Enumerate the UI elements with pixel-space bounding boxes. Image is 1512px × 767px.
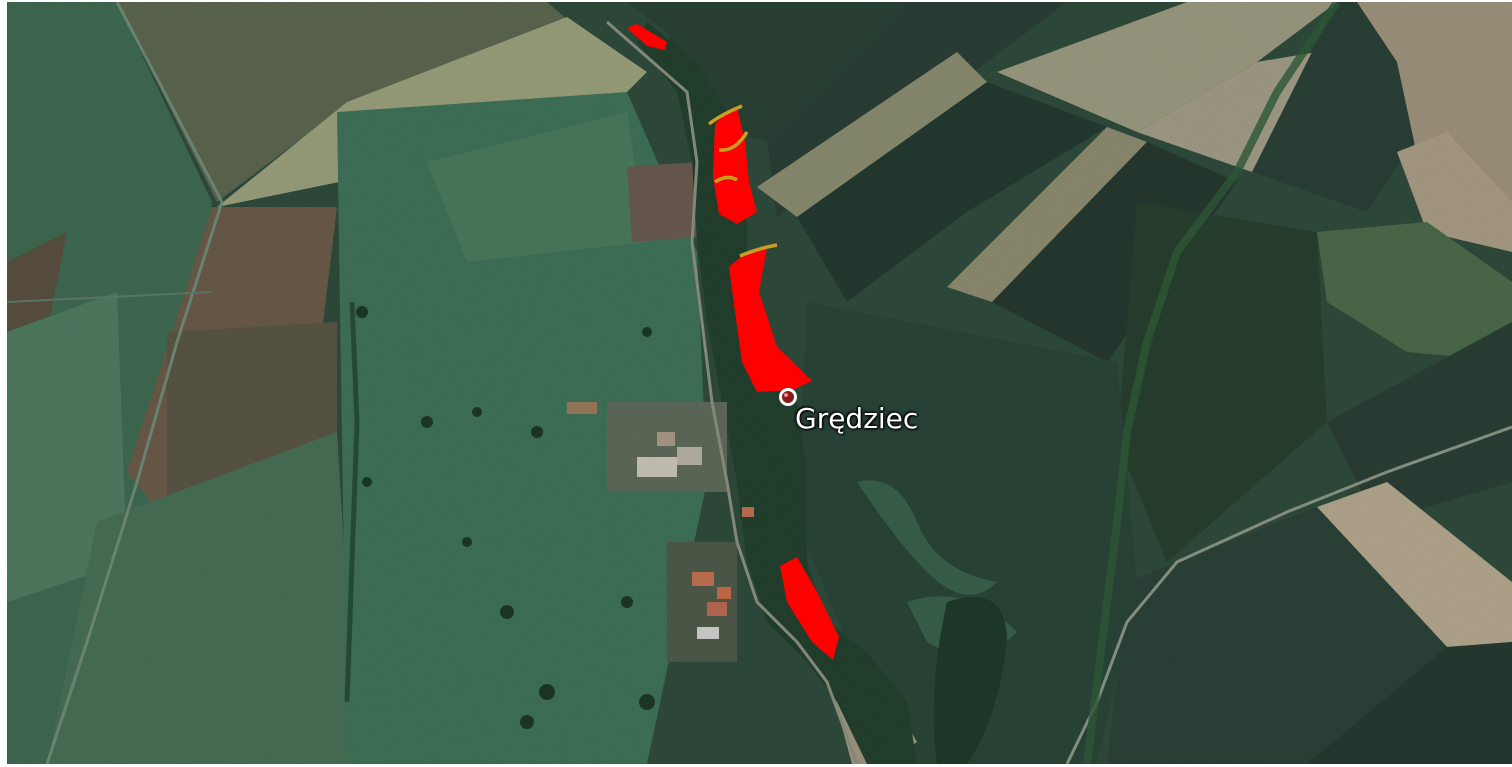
highlight-area-1[interactable] bbox=[627, 24, 667, 50]
highlight-area-4[interactable] bbox=[780, 557, 839, 660]
highlighted-areas[interactable] bbox=[627, 24, 839, 660]
highlight-area-2[interactable] bbox=[713, 107, 757, 224]
location-dot-icon[interactable] bbox=[779, 388, 797, 406]
secondary-outline-area[interactable] bbox=[707, 104, 778, 258]
highlight-area-3[interactable] bbox=[729, 248, 812, 392]
satellite-map[interactable]: Grędziec bbox=[7, 2, 1512, 764]
place-label[interactable]: Grędziec bbox=[795, 402, 919, 435]
satellite-imagery bbox=[7, 2, 1512, 764]
